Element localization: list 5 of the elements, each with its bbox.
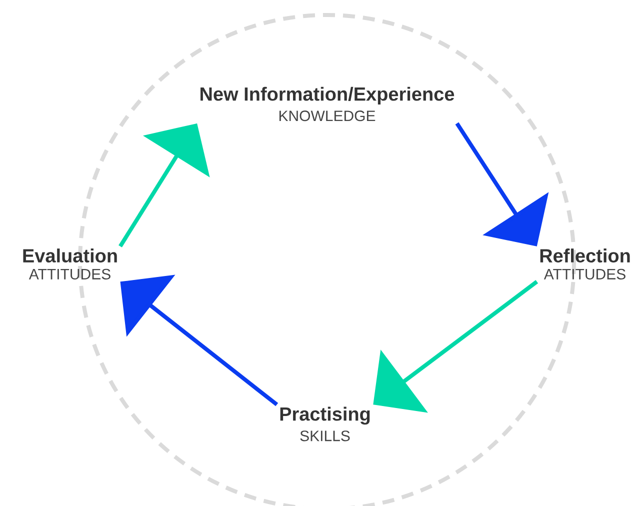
arrow [373, 280, 538, 413]
stage-label: Reflection ATTITUDES [540, 248, 630, 280]
stage-label: Practising SKILLS [280, 406, 370, 442]
stage-label: Evaluation ATTITUDES [23, 248, 117, 280]
stage-label: New Information/Experience KNOWLEDGE [200, 86, 454, 122]
